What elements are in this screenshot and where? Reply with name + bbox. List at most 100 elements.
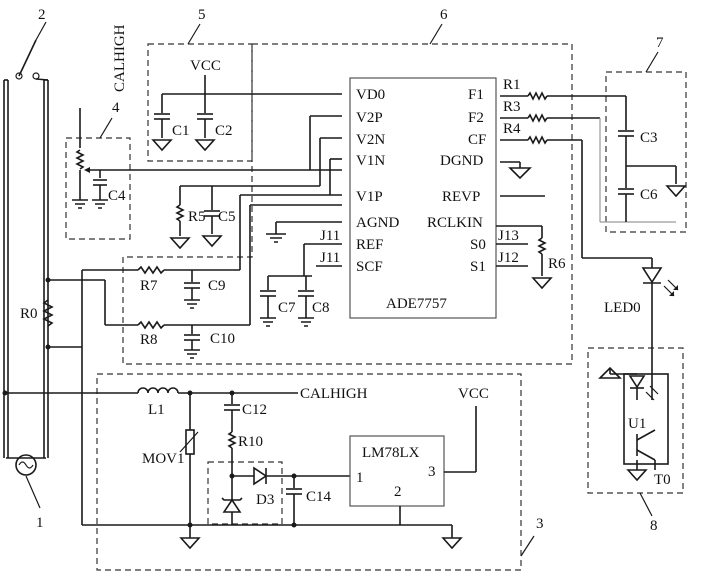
label-j13: J13	[498, 228, 519, 244]
ground-icon	[151, 139, 173, 152]
callout-leader-3	[520, 535, 535, 557]
label-j11-scf: J11	[320, 250, 340, 266]
label-r7: R7	[140, 278, 158, 294]
module-box-d3	[207, 461, 283, 525]
ground-icon	[441, 537, 463, 550]
resistor-r1	[527, 91, 548, 101]
resistor-r6	[537, 237, 547, 255]
led-emit-arrow-icon	[673, 285, 678, 290]
module-box-5	[147, 43, 253, 162]
label-r5: R5	[188, 209, 206, 225]
pin-v1n: V1N	[356, 153, 385, 169]
label-c10: C10	[210, 331, 235, 347]
ac-sine-icon	[18, 461, 34, 469]
callout-6: 6	[440, 7, 448, 23]
label-u1: U1	[628, 416, 646, 432]
resistor-r8	[137, 320, 165, 330]
callout-leader-1	[25, 475, 41, 509]
resistor-r3	[527, 113, 548, 123]
switch-blade	[18, 39, 37, 77]
pin-f2: F2	[468, 110, 484, 126]
pin-cf: CF	[468, 132, 486, 148]
ground-icon	[201, 235, 223, 248]
ic-lm78lx-pin1: 1	[356, 470, 364, 486]
switch-contact-left	[15, 72, 23, 80]
label-led0: LED0	[604, 300, 641, 316]
resistor-r10	[227, 431, 237, 449]
module-box-4	[65, 137, 131, 240]
ground-icon	[179, 537, 201, 550]
label-r0: R0	[20, 306, 38, 322]
label-r10: R10	[238, 434, 263, 450]
ground-icon	[531, 277, 553, 290]
label-vcc-top: VCC	[190, 58, 221, 74]
callout-3: 3	[536, 516, 544, 532]
opto-led	[628, 375, 646, 389]
label-r4: R4	[503, 121, 521, 137]
label-c12: C12	[242, 402, 267, 418]
label-c6: C6	[640, 187, 658, 203]
label-c14: C14	[306, 489, 332, 505]
callout-leader-8	[639, 492, 653, 517]
ground-icon	[598, 366, 622, 379]
ground-icon	[266, 233, 286, 243]
ground-icon	[169, 237, 191, 250]
ground-icon	[508, 167, 532, 180]
label-r1: R1	[503, 77, 521, 93]
ground-icon	[92, 199, 108, 209]
led0-diode	[641, 267, 663, 284]
callout-leader-6	[429, 23, 443, 45]
switch-contact-right	[32, 72, 40, 80]
label-c3: C3	[640, 130, 658, 146]
label-c9: C9	[208, 278, 226, 294]
ground-icon	[298, 317, 314, 327]
pin-ref: REF	[356, 237, 384, 253]
ground-icon	[72, 199, 88, 209]
label-c4: C4	[108, 188, 126, 204]
callout-4: 4	[112, 100, 120, 116]
pin-revp: REVP	[442, 189, 480, 205]
pin-s1: S1	[470, 259, 486, 275]
resistor-r0	[42, 299, 54, 327]
pin-s0: S0	[470, 237, 486, 253]
callout-2: 2	[38, 7, 46, 23]
ground-icon	[194, 139, 216, 152]
label-r8: R8	[140, 332, 158, 348]
callout-leader-5	[187, 23, 201, 45]
label-c8: C8	[312, 300, 330, 316]
zener-d3	[222, 498, 242, 513]
label-vcc-bottom: VCC	[458, 386, 489, 402]
ic-lm78lx-pin2: 2	[394, 484, 402, 500]
module-box-3	[96, 373, 522, 571]
pin-vd0: VD0	[356, 87, 385, 103]
pin-agnd: AGND	[356, 215, 399, 231]
label-j11-ref: J11	[320, 228, 340, 244]
pin-dgnd: DGND	[440, 153, 483, 169]
label-t0: T0	[654, 472, 671, 488]
ground-icon	[626, 469, 648, 482]
ground-icon	[260, 317, 276, 327]
label-c5: C5	[218, 209, 236, 225]
pin-f1: F1	[468, 87, 484, 103]
callout-leader-7	[645, 51, 659, 73]
label-d3: D3	[256, 492, 274, 508]
label-c7: C7	[278, 300, 296, 316]
label-mov1: MOV1	[142, 451, 185, 467]
module-box-6	[122, 43, 573, 365]
pin-rclkin: RCLKIN	[427, 215, 483, 231]
label-c2: C2	[215, 123, 233, 139]
ground-icon	[665, 185, 687, 198]
led-emit-arrow-icon	[669, 291, 674, 296]
pin-v2n: V2N	[356, 132, 385, 148]
label-j12: J12	[498, 250, 519, 266]
label-r3: R3	[503, 99, 521, 115]
ic-ade7757	[349, 77, 497, 319]
diode-d3	[253, 466, 268, 486]
label-calhigh-top: CALHIGH	[112, 24, 128, 92]
ground-icon	[184, 299, 200, 309]
ic-ade7757-name: ADE7757	[386, 296, 447, 312]
label-c1: C1	[172, 123, 190, 139]
ic-lm78lx-pin3: 3	[428, 464, 436, 480]
